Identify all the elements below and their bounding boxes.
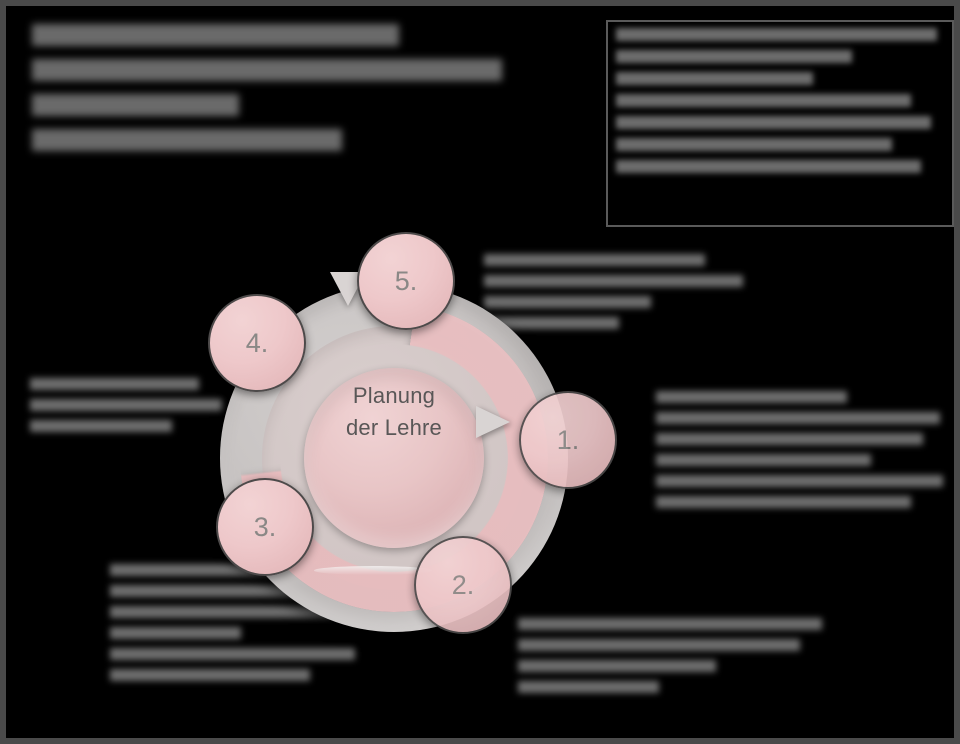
info-panel-body: [616, 28, 944, 219]
step-bubble-2[interactable]: 2.: [414, 536, 512, 634]
note-line: [518, 681, 659, 693]
cycle-inner-disc: [304, 368, 484, 548]
title-line: [32, 24, 399, 46]
panel-line: [616, 116, 931, 129]
panel-line: [616, 160, 922, 173]
note-line: [484, 317, 619, 329]
step-bubble-1-label: 1.: [556, 424, 580, 455]
panel-line: [616, 72, 813, 85]
step-bubble-2-label: 2.: [451, 569, 475, 600]
note-line: [656, 412, 941, 424]
panel-line: [616, 50, 853, 63]
step-bubble-4-label: 4.: [245, 327, 269, 358]
note-line: [30, 420, 173, 432]
note-line: [518, 660, 717, 672]
title-line: [32, 94, 239, 116]
step-note-5: [484, 254, 754, 338]
cycle-center-label: Planung der Lehre: [294, 380, 494, 444]
note-line: [518, 618, 822, 630]
note-line: [518, 639, 800, 651]
step-note-2: [518, 618, 838, 702]
step-note-1: [656, 391, 946, 517]
title-line: [32, 129, 343, 151]
step-bubble-3[interactable]: 3.: [216, 478, 314, 576]
note-line: [110, 627, 242, 639]
note-line: [30, 378, 199, 390]
step-bubble-3-label: 3.: [253, 511, 277, 542]
note-line: [484, 275, 744, 287]
info-panel-top-right: [606, 20, 954, 227]
step-note-4: [30, 378, 222, 441]
note-line: [656, 391, 848, 403]
center-label-line-1: Planung: [352, 383, 436, 408]
note-line: [656, 454, 871, 466]
title-line: [32, 59, 502, 81]
step-bubble-5[interactable]: 5.: [357, 232, 455, 330]
panel-line: [616, 94, 912, 107]
note-line: [656, 496, 912, 508]
step-bubble-5-label: 5.: [394, 265, 418, 296]
ring-highlight: [314, 566, 432, 575]
note-line: [110, 648, 356, 660]
note-line: [656, 433, 923, 445]
note-line: [30, 399, 222, 411]
panel-line: [616, 28, 938, 41]
arrow-head-right-icon: [476, 406, 510, 438]
step-bubble-1[interactable]: 1.: [519, 391, 617, 489]
page-title: [32, 24, 502, 164]
cycle-diagram: Planung der Lehre 5. 4. 3. 2. 1.: [184, 188, 654, 634]
note-line: [484, 254, 706, 266]
note-line: [484, 296, 652, 308]
note-line: [656, 475, 944, 487]
note-line: [110, 669, 310, 681]
step-bubble-4[interactable]: 4.: [208, 294, 306, 392]
note-line: [110, 606, 333, 618]
panel-line: [616, 138, 892, 151]
center-label-line-2: der Lehre: [346, 415, 442, 440]
